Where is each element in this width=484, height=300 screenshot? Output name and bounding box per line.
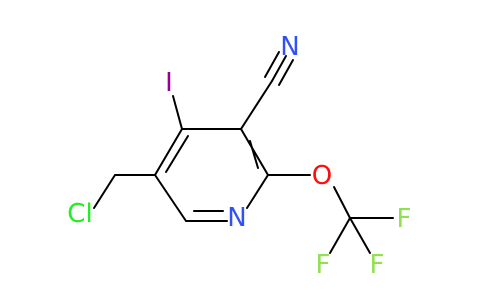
bond-c4-iodine — [172, 95, 183, 130]
bond-c5-c4-inner — [165, 135, 189, 173]
bond-c3-nitrile-carbon — [240, 80, 273, 130]
bond-c3-c2-inner — [249, 140, 259, 169]
bond-nitrile-triple-3 — [278, 59, 294, 86]
iodine-label: I — [165, 68, 173, 98]
ether-oxygen-label: O — [312, 161, 332, 191]
nitrile-nitrogen-label: N — [280, 32, 299, 62]
bond-c6-c5 — [154, 174, 187, 222]
bond-oxygen-cf3 — [333, 186, 351, 219]
ring-nitrogen-label: N — [227, 203, 246, 233]
bond-c5-c4 — [154, 128, 183, 176]
bond-cf3-f3 — [349, 217, 371, 254]
bond-nitrile-triple-2 — [264, 51, 280, 78]
fluorine-label-3: F — [370, 250, 385, 280]
chlorine-label: Cl — [67, 199, 92, 229]
bond-nitrile-triple-1 — [271, 55, 287, 82]
bond-c2-n1 — [246, 174, 269, 209]
bond-c3-c2 — [240, 128, 269, 176]
fluorine-label-2: F — [316, 250, 331, 280]
bond-ch2-chlorine — [93, 174, 116, 209]
bond-cf3-f2 — [329, 217, 351, 254]
fluorine-label-1: F — [397, 204, 412, 234]
